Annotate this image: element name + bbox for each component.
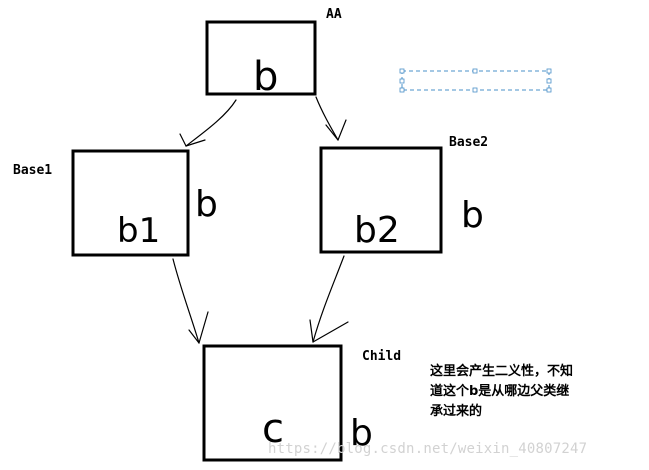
note-line: 这里会产生二义性，不知 xyxy=(430,364,574,379)
base1-member: b1 xyxy=(117,211,160,251)
arrow-aa-to-base1 xyxy=(179,99,237,147)
selection-frame[interactable] xyxy=(399,68,552,93)
selection-handle[interactable] xyxy=(546,87,552,93)
selection-handle[interactable] xyxy=(546,68,552,74)
label-child: Child xyxy=(362,349,402,364)
watermark: https://blog.csdn.net/weixin_40807247 xyxy=(268,441,588,457)
note-line: 承过来的 xyxy=(430,404,483,419)
base1-side-note: b xyxy=(195,184,218,225)
child-side-note: b xyxy=(350,413,373,454)
selection-handle[interactable] xyxy=(472,87,478,93)
box-base2 xyxy=(319,146,443,254)
label-base2: Base2 xyxy=(449,135,489,150)
child-member: c xyxy=(262,406,284,452)
label-base1: Base1 xyxy=(13,163,53,178)
selection-handle[interactable] xyxy=(399,87,405,93)
label-aa: AA xyxy=(326,7,342,22)
box-aa xyxy=(205,20,317,96)
note-line: 道这个b是从哪边父类继 xyxy=(430,384,570,399)
selection-handle[interactable] xyxy=(399,78,405,84)
selection-handle[interactable] xyxy=(472,68,478,74)
box-child xyxy=(202,344,343,462)
arrow-aa-to-base2 xyxy=(315,96,347,141)
selection-handle[interactable] xyxy=(546,78,552,84)
base2-member: b2 xyxy=(354,210,400,251)
ambiguity-note: 这里会产生二义性，不知 道这个b是从哪边父类继 承过来的 xyxy=(430,362,615,422)
arrow-base2-to-child xyxy=(309,255,349,343)
box-base1 xyxy=(71,149,190,257)
selection-handle[interactable] xyxy=(399,68,405,74)
arrow-base1-to-child xyxy=(172,258,209,344)
base2-side-note: b xyxy=(461,195,484,236)
aa-member: b xyxy=(253,54,278,100)
